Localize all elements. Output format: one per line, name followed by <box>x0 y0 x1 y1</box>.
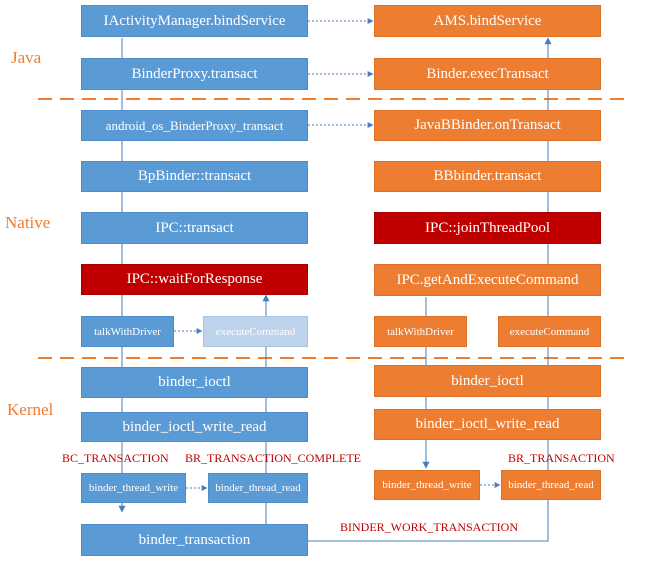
server-ipc-jointhreadpool: IPC::joinThreadPool <box>374 212 601 244</box>
server-binder-ioctl-write-read: binder_ioctl_write_read <box>374 409 601 440</box>
server-binder-thread-write: binder_thread_write <box>374 470 480 500</box>
server-ams-bindservice: AMS.bindService <box>374 5 601 37</box>
client-binder-ioctl-write-read: binder_ioctl_write_read <box>81 412 308 442</box>
server-javabbinder-ontransact: JavaBBinder.onTransact <box>374 110 601 141</box>
client-ipc-waitforresponse: IPC::waitForResponse <box>81 264 308 295</box>
client-ipc-transact: IPC::transact <box>81 212 308 244</box>
client-android-os-binderproxy-transact: android_os_BinderProxy_transact <box>81 110 308 141</box>
section-label-kernel: Kernel <box>7 400 54 419</box>
server-ipc-getandexecutecommand: IPC.getAndExecuteCommand <box>374 264 601 296</box>
client-binder-thread-write: binder_thread_write <box>81 473 186 503</box>
section-label-native: Native <box>5 213 51 232</box>
label-br-transaction: BR_TRANSACTION <box>508 451 615 465</box>
label-br-transaction-complete: BR_TRANSACTION_COMPLETE <box>185 451 362 465</box>
client-bpbinder-transact: BpBinder::transact <box>81 161 308 192</box>
client-binder-ioctl: binder_ioctl <box>81 367 308 398</box>
label-binder-work-transaction: BINDER_WORK_TRANSACTION <box>340 520 518 534</box>
server-bbinder-transact: BBbinder.transact <box>374 161 601 192</box>
server-binder-ioctl: binder_ioctl <box>374 365 601 397</box>
server-spine <box>308 37 552 542</box>
client-executecommand: executeCommand <box>203 316 308 347</box>
server-binder-thread-read: binder_thread_read <box>501 470 601 500</box>
client-iactivitymanager-bindservice: IActivityManager.bindService <box>81 5 308 37</box>
label-bc-transaction: BC_TRANSACTION <box>62 451 169 465</box>
client-talkwithdriver: talkWithDriver <box>81 316 174 347</box>
client-binder-transaction: binder_transaction <box>81 524 308 556</box>
client-binder-thread-read: binder_thread_read <box>208 473 308 503</box>
server-binder-exectransact: Binder.execTransact <box>374 58 601 90</box>
server-talkwithdriver: talkWithDriver <box>374 316 467 347</box>
server-executecommand: executeCommand <box>498 316 601 347</box>
client-binderproxy-transact: BinderProxy.transact <box>81 58 308 90</box>
section-label-java: Java <box>11 48 42 67</box>
